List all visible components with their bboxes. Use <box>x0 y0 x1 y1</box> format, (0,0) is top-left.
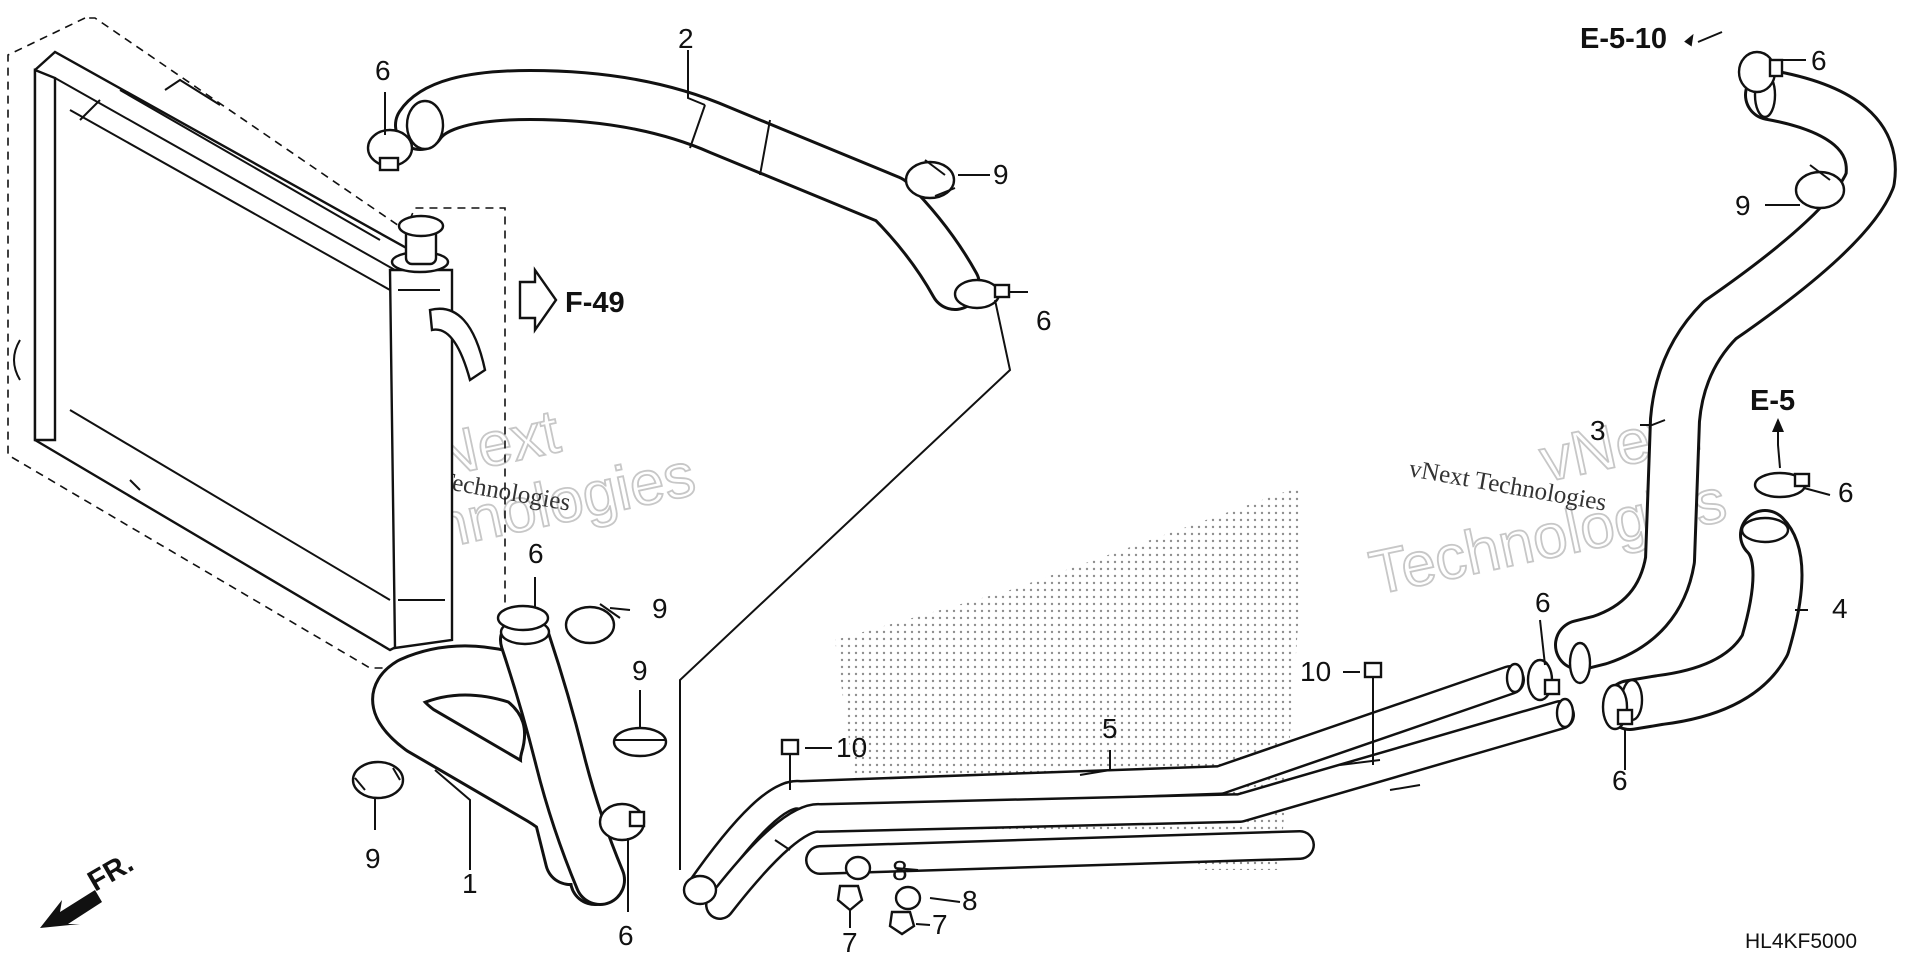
callout-6: 6 <box>1036 305 1052 336</box>
nut-7 <box>836 884 916 936</box>
radiator-assembly-outline <box>7 17 506 669</box>
callout-1: 1 <box>462 868 478 899</box>
callout-labels: 6 2 9 6 6 9 3 6 4 6 6 10 5 10 6 9 9 1 9 … <box>365 23 1854 958</box>
reference-arrow-icon <box>1684 33 1694 47</box>
bolt-10 <box>780 661 1383 790</box>
callout-6: 6 <box>1811 45 1827 76</box>
callout-6: 6 <box>1838 477 1854 508</box>
callout-5: 5 <box>1102 713 1118 744</box>
clamp-6 <box>366 50 1811 842</box>
reference-arrow-icon <box>518 266 558 334</box>
callout-3: 3 <box>1590 415 1606 446</box>
callout-8: 8 <box>962 885 978 916</box>
leader-lines <box>374 31 1831 928</box>
hose-2 <box>394 69 981 311</box>
callout-2: 2 <box>678 23 694 54</box>
callout-9: 9 <box>993 159 1009 190</box>
callout-6: 6 <box>528 538 544 569</box>
callout-6: 6 <box>1535 587 1551 618</box>
callout-9: 9 <box>652 593 668 624</box>
callout-8: 8 <box>892 855 908 886</box>
callout-9: 9 <box>365 843 381 874</box>
grommet-8 <box>844 855 922 911</box>
diagram-code: HL4KF5000 <box>1745 930 1857 953</box>
callout-7: 7 <box>932 909 948 940</box>
hose-1 <box>371 614 626 906</box>
radiator <box>13 50 487 652</box>
hose-3 <box>1554 69 1897 685</box>
clamp-9 <box>351 159 1846 800</box>
ref-front: FR. <box>83 847 139 898</box>
callout-9: 9 <box>1735 190 1751 221</box>
ref-f49: F-49 <box>565 287 625 319</box>
callout-6: 6 <box>1612 765 1628 796</box>
hose-4 <box>1604 509 1804 731</box>
callout-4: 4 <box>1832 593 1848 624</box>
callout-10: 10 <box>1300 656 1331 687</box>
pipe-5 <box>682 662 1575 920</box>
callout-6: 6 <box>375 55 391 86</box>
callout-6: 6 <box>618 920 634 951</box>
callout-9: 9 <box>632 655 648 686</box>
callout-10: 10 <box>836 732 867 763</box>
callout-7: 7 <box>842 927 858 958</box>
reference-arrow-icon <box>1772 418 1784 432</box>
front-arrow-icon <box>40 890 102 928</box>
ref-e5: E-5 <box>1750 385 1795 417</box>
ref-e5-10: E-5-10 <box>1580 23 1667 55</box>
